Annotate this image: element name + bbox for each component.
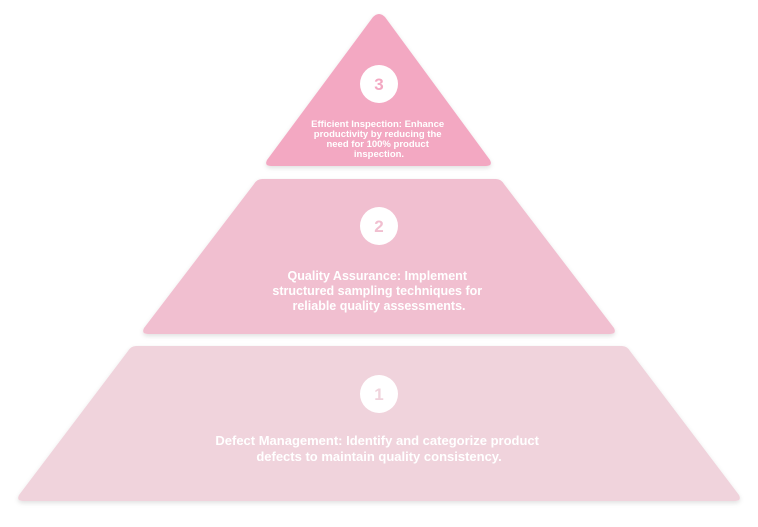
pyramid-level-bottom-shape [18,346,740,501]
pyramid-level-bottom: 1 Defect Management: Identify and catego… [18,346,740,501]
level-text-middle: Quality Assurance: Implement structured … [272,269,485,313]
level-text-top-line-1: Efficient Inspection: Enhance [311,119,444,130]
pyramid-level-middle: 2 Quality Assurance: Implement structure… [143,179,615,334]
level-text-middle-line-1: Quality Assurance: Implement [288,269,468,283]
pyramid-level-middle-shape [143,179,615,334]
level-badge-top [360,65,398,103]
level-text-middle-line-3: reliable quality assessments. [292,299,465,313]
level-number-middle: 2 [374,217,383,236]
level-number-top: 3 [374,75,383,94]
level-badge-bottom [360,375,398,413]
level-text-middle-line-2: structured sampling techniques for [272,284,482,298]
level-text-top-line-3: need for 100% product [326,139,429,150]
level-badge-middle [360,207,398,245]
level-text-bottom: Defect Management: Identify and categori… [215,433,542,464]
level-text-top-line-2: productivity by reducing the [314,129,442,140]
level-text-bottom-line-1: Defect Management: Identify and categori… [215,433,539,448]
level-number-bottom: 1 [374,385,383,404]
pyramid-level-top: 3 Efficient Inspection: Enhance producti… [266,14,491,166]
level-text-bottom-line-2: defects to maintain quality consistency. [256,449,501,464]
level-text-top-line-4: inspection. [354,149,404,160]
level-text-top: Efficient Inspection: Enhance productivi… [311,119,447,160]
